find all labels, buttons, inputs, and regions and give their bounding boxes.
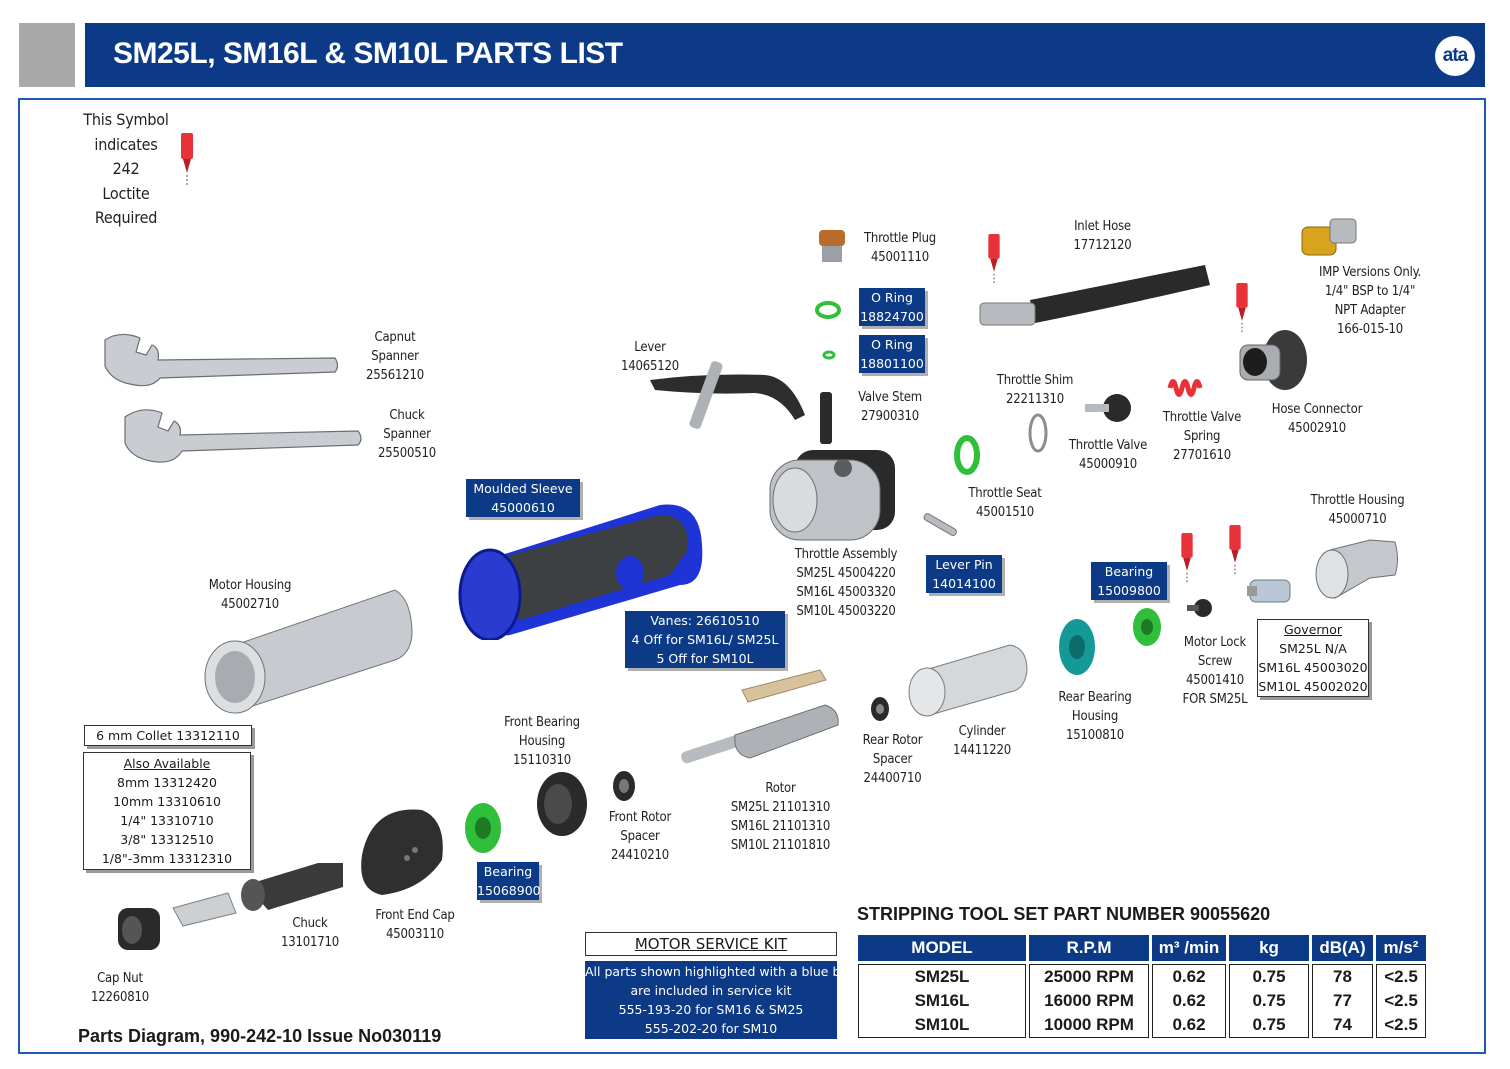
bearing-front-icon [465, 803, 501, 853]
imp-adapter-label: IMP Versions Only.1/4" BSP to 1/4"NPT Ad… [1318, 265, 1422, 337]
header-bar: SM25L, SM16L & SM10L PARTS LIST ata [85, 23, 1485, 87]
throttle-plug-icon [819, 230, 845, 262]
header-grey-block [19, 23, 75, 87]
throttle-housing-icon [1315, 539, 1398, 599]
imp-adapter-icon [1301, 218, 1357, 256]
throttle-shim-icon [1028, 413, 1048, 453]
chuck-spanner-icon [124, 409, 362, 463]
hose-connector-icon [1239, 330, 1307, 390]
cell-vibration: <2.5<2.5<2.5 [1376, 964, 1426, 1038]
col-kg: kg [1229, 935, 1309, 961]
cap-nut-icon [118, 908, 160, 950]
collet-icon [172, 892, 237, 927]
governor-icon [1247, 579, 1291, 603]
motor-lock-screw-icon [1187, 599, 1212, 617]
inlet-hose-icon [979, 265, 1210, 326]
throttle-seat-icon [954, 435, 980, 475]
col-flow: m³ /min [1152, 935, 1226, 961]
loctite-icon [181, 133, 193, 187]
page-title: SM25L, SM16L & SM10L PARTS LIST [113, 37, 623, 70]
stripping-tool-set: STRIPPING TOOL SET PART NUMBER 90055620 [857, 904, 1271, 924]
loctite-icon [1181, 533, 1193, 585]
chuck-icon [241, 863, 343, 911]
throttle-valve-spring-icon [1167, 379, 1203, 397]
service-kit-title: MOTOR SERVICE KIT [585, 932, 837, 956]
moulded-sleeve-icon [458, 504, 703, 640]
col-model: MODEL [858, 935, 1026, 961]
lever-icon [650, 361, 805, 429]
front-rotor-spacer-icon [613, 771, 635, 801]
loctite-icon [1236, 283, 1248, 335]
cylinder-icon [908, 644, 1028, 717]
rear-bearing-housing-icon [1059, 619, 1095, 675]
motor-housing-icon [204, 589, 413, 714]
oring-icon [815, 301, 841, 319]
throttle-assembly-icon [769, 450, 895, 541]
capnut-spanner-icon [104, 333, 339, 387]
footer-doc-ref: Parts Diagram, 990-242-10 Issue No030119 [78, 1026, 442, 1046]
collet-box: 6 mm Collet 13312110 [84, 725, 252, 746]
ata-logo: ata [1435, 36, 1475, 76]
throttle-valve-icon [1085, 394, 1131, 422]
loctite-icon [1229, 525, 1241, 577]
diagram-frame [18, 98, 1486, 1054]
oring-small-icon [822, 350, 836, 360]
front-bearing-housing-icon [537, 772, 587, 836]
rear-rotor-spacer-icon [871, 697, 889, 721]
valve-stem-icon [820, 392, 832, 444]
rotor-icon [681, 704, 839, 764]
col-rpm: R.P.M [1029, 935, 1149, 961]
vanes-icon [741, 669, 827, 703]
service-kit-box: All parts shown highlighted with a blue … [585, 961, 855, 1039]
lever-pin-icon [923, 513, 957, 536]
front-end-cap-icon [361, 809, 443, 895]
col-dba: dB(A) [1312, 935, 1373, 961]
col-vibration: m/s² [1376, 935, 1426, 961]
bearing-rear-icon [1133, 608, 1161, 646]
spec-table-header: MODEL R.P.M m³ /min kg dB(A) m/s² [858, 935, 1426, 961]
loctite-icon [988, 234, 1000, 286]
